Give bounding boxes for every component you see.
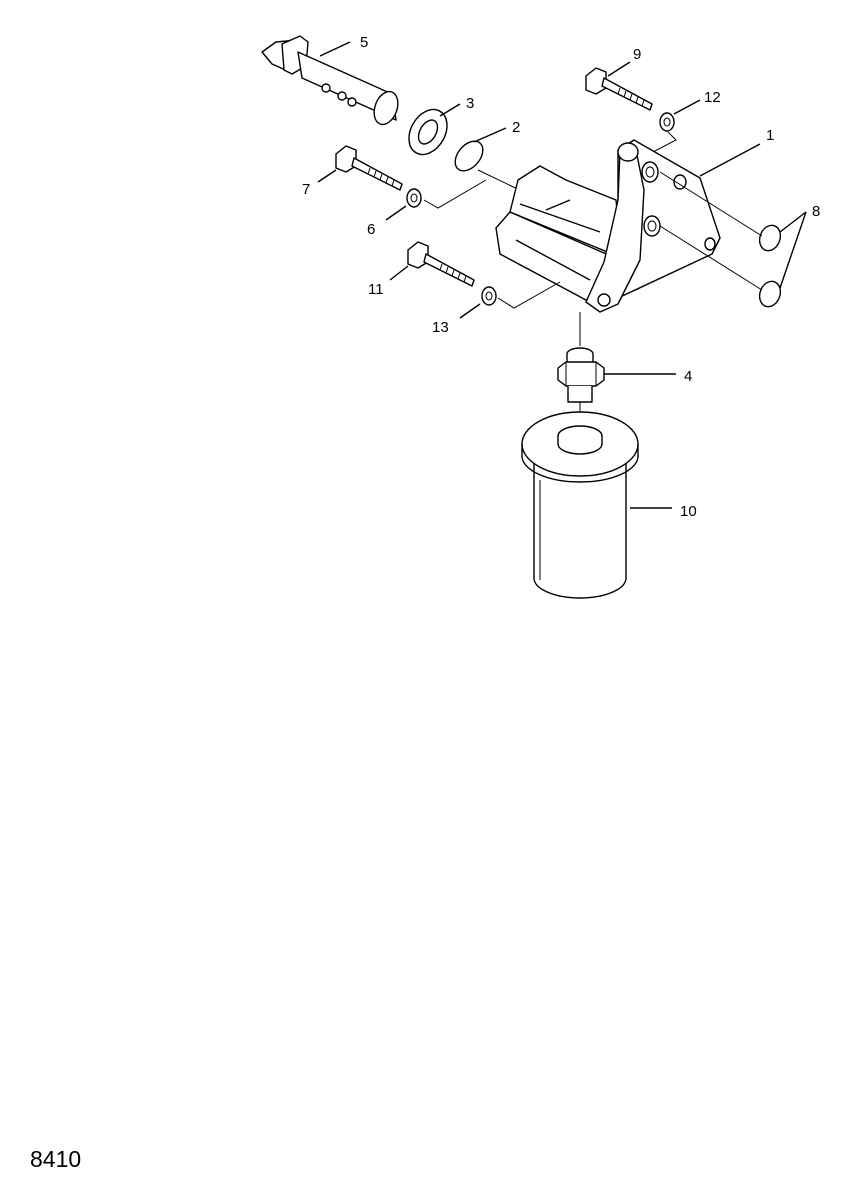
callout-4: 4	[684, 368, 692, 385]
callout-1: 1	[766, 127, 774, 144]
part-9-bolt	[585, 61, 653, 111]
callout-11: 11	[368, 281, 384, 298]
callout-10: 10	[680, 503, 697, 520]
part-3-washer	[408, 103, 461, 156]
part-13-washer	[459, 281, 561, 319]
callout-9: 9	[633, 46, 641, 63]
part-8-o-rings	[758, 211, 807, 308]
part-10-filter	[521, 411, 672, 599]
callout-labels: 1 2 3 4 5 6 7 8 9 10 11 12 13	[302, 34, 820, 520]
callout-3: 3	[466, 95, 474, 112]
part-7-bolt	[317, 145, 403, 191]
callout-2: 2	[512, 119, 520, 136]
part-6-washer	[385, 179, 487, 221]
part-1-filter-head-bracket	[495, 139, 763, 313]
callout-13: 13	[432, 319, 449, 336]
part-11-bolt	[389, 241, 475, 287]
callout-5: 5	[360, 34, 368, 51]
callout-12: 12	[704, 89, 721, 106]
part-2-o-ring	[454, 127, 529, 195]
callout-8: 8	[812, 203, 820, 220]
callout-7: 7	[302, 181, 310, 198]
part-5-valve-plunger	[261, 35, 399, 126]
figure-code: 8410	[30, 1146, 82, 1172]
callout-6: 6	[367, 221, 375, 238]
part-4-adapter-nipple	[557, 312, 676, 424]
